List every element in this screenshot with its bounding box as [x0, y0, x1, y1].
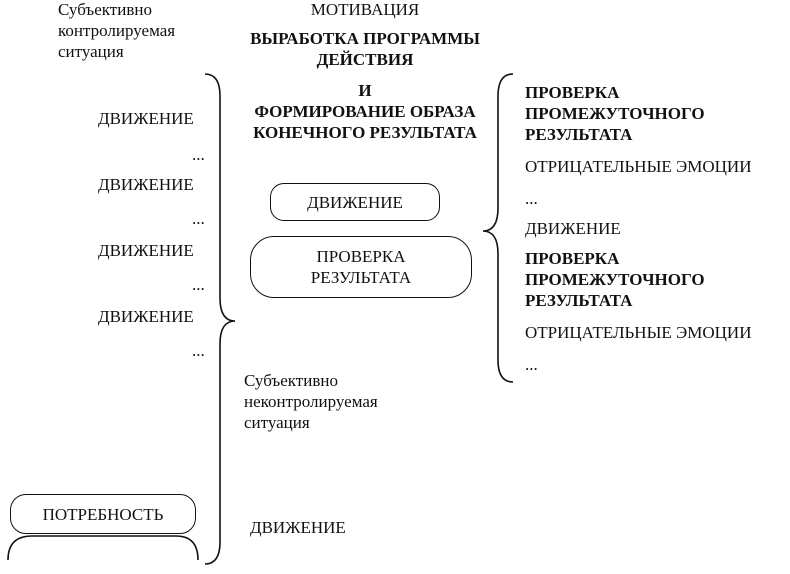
movement-box: ДВИЖЕНИЕ	[270, 183, 440, 221]
left-ellipsis-4: ...	[192, 341, 205, 360]
negative-emotions-1: ОТРИЦАТЕЛЬНЫЕ ЭМОЦИИ	[525, 157, 752, 176]
check-intermediate-1: ПРОВЕРКА ПРОМЕЖУТОЧНОГО РЕЗУЛЬТАТА	[525, 83, 705, 144]
check-result-box: ПРОВЕРКА РЕЗУЛЬТАТА	[250, 236, 472, 298]
need-box: ПОТРЕБНОСТЬ	[10, 494, 196, 534]
motivation-label: МОТИВАЦИЯ	[310, 0, 420, 19]
left-ellipsis-2: ...	[192, 209, 205, 228]
program-formation-label: ВЫРАБОТКА ПРОГРАММЫ ДЕЙСТВИЯ И ФОРМИРОВА…	[250, 29, 480, 142]
right-brace	[482, 73, 514, 383]
bottom-movement: ДВИЖЕНИЕ	[250, 518, 346, 537]
left-ellipsis-3: ...	[192, 275, 205, 294]
right-ellipsis-1: ...	[525, 189, 538, 208]
left-movement-2: ДВИЖЕНИЕ	[98, 175, 194, 194]
uncontrolled-situation-label: Субъективно неконтролируемая ситуация	[244, 371, 378, 432]
check-intermediate-2: ПРОВЕРКА ПРОМЕЖУТОЧНОГО РЕЗУЛЬТАТА	[525, 249, 705, 310]
negative-emotions-2: ОТРИЦАТЕЛЬНЫЕ ЭМОЦИИ	[525, 323, 752, 342]
left-ellipsis-1: ...	[192, 145, 205, 164]
left-movement-4: ДВИЖЕНИЕ	[98, 307, 194, 326]
left-brace	[204, 73, 236, 565]
left-movement-1: ДВИЖЕНИЕ	[98, 109, 194, 128]
left-movement-3: ДВИЖЕНИЕ	[98, 241, 194, 260]
need-lower-arc	[7, 535, 199, 561]
controlled-situation-label: Субъективно контролируемая ситуация	[58, 0, 176, 61]
right-movement: ДВИЖЕНИЕ	[525, 219, 621, 238]
right-ellipsis-2: ...	[525, 355, 538, 374]
